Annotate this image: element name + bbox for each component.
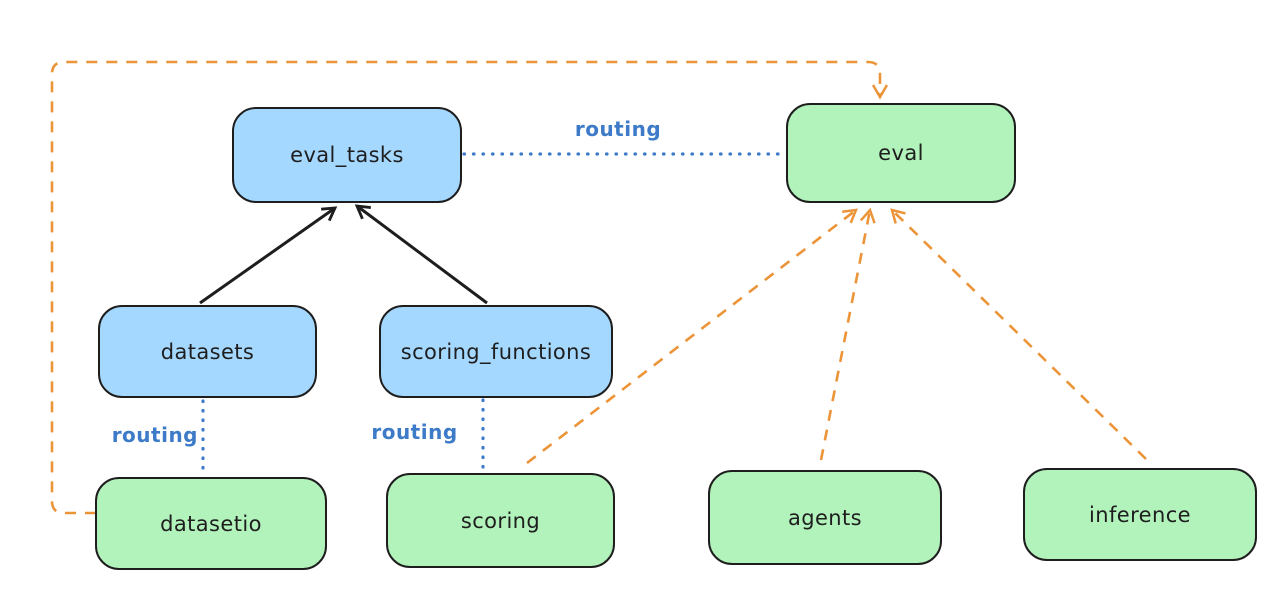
edge-label-routing-datasets-datasetio: routing: [111, 423, 198, 447]
node-agents-label: agents: [787, 505, 862, 530]
node-datasetio: datasetio: [95, 477, 327, 570]
node-datasets-label: datasets: [160, 339, 255, 364]
node-eval-tasks-label: eval_tasks: [290, 143, 404, 167]
node-datasets: datasets: [98, 305, 317, 398]
node-eval: eval: [786, 103, 1016, 203]
edge-label-routing-scoring-functions-scoring: routing: [371, 420, 458, 444]
node-scoring-functions: scoring_functions: [379, 305, 613, 398]
node-eval-tasks: eval_tasks: [232, 107, 462, 203]
node-scoring-functions-label: scoring_functions: [400, 339, 592, 364]
node-agents: agents: [708, 470, 942, 565]
node-scoring: scoring: [386, 473, 615, 568]
edge-scoring-functions-to-eval-tasks: [354, 204, 488, 305]
node-inference: inference: [1023, 468, 1257, 561]
node-eval-label: eval: [878, 141, 924, 165]
edge-inference-to-eval: [890, 208, 1147, 460]
node-inference-label: inference: [1089, 502, 1191, 527]
edge-datasets-to-eval-tasks: [199, 206, 338, 305]
edge-agents-to-eval: [819, 207, 876, 461]
node-scoring-label: scoring: [460, 508, 541, 533]
node-datasetio-label: datasetio: [160, 511, 262, 536]
edge-label-routing-eval-tasks-eval: routing: [574, 117, 662, 141]
